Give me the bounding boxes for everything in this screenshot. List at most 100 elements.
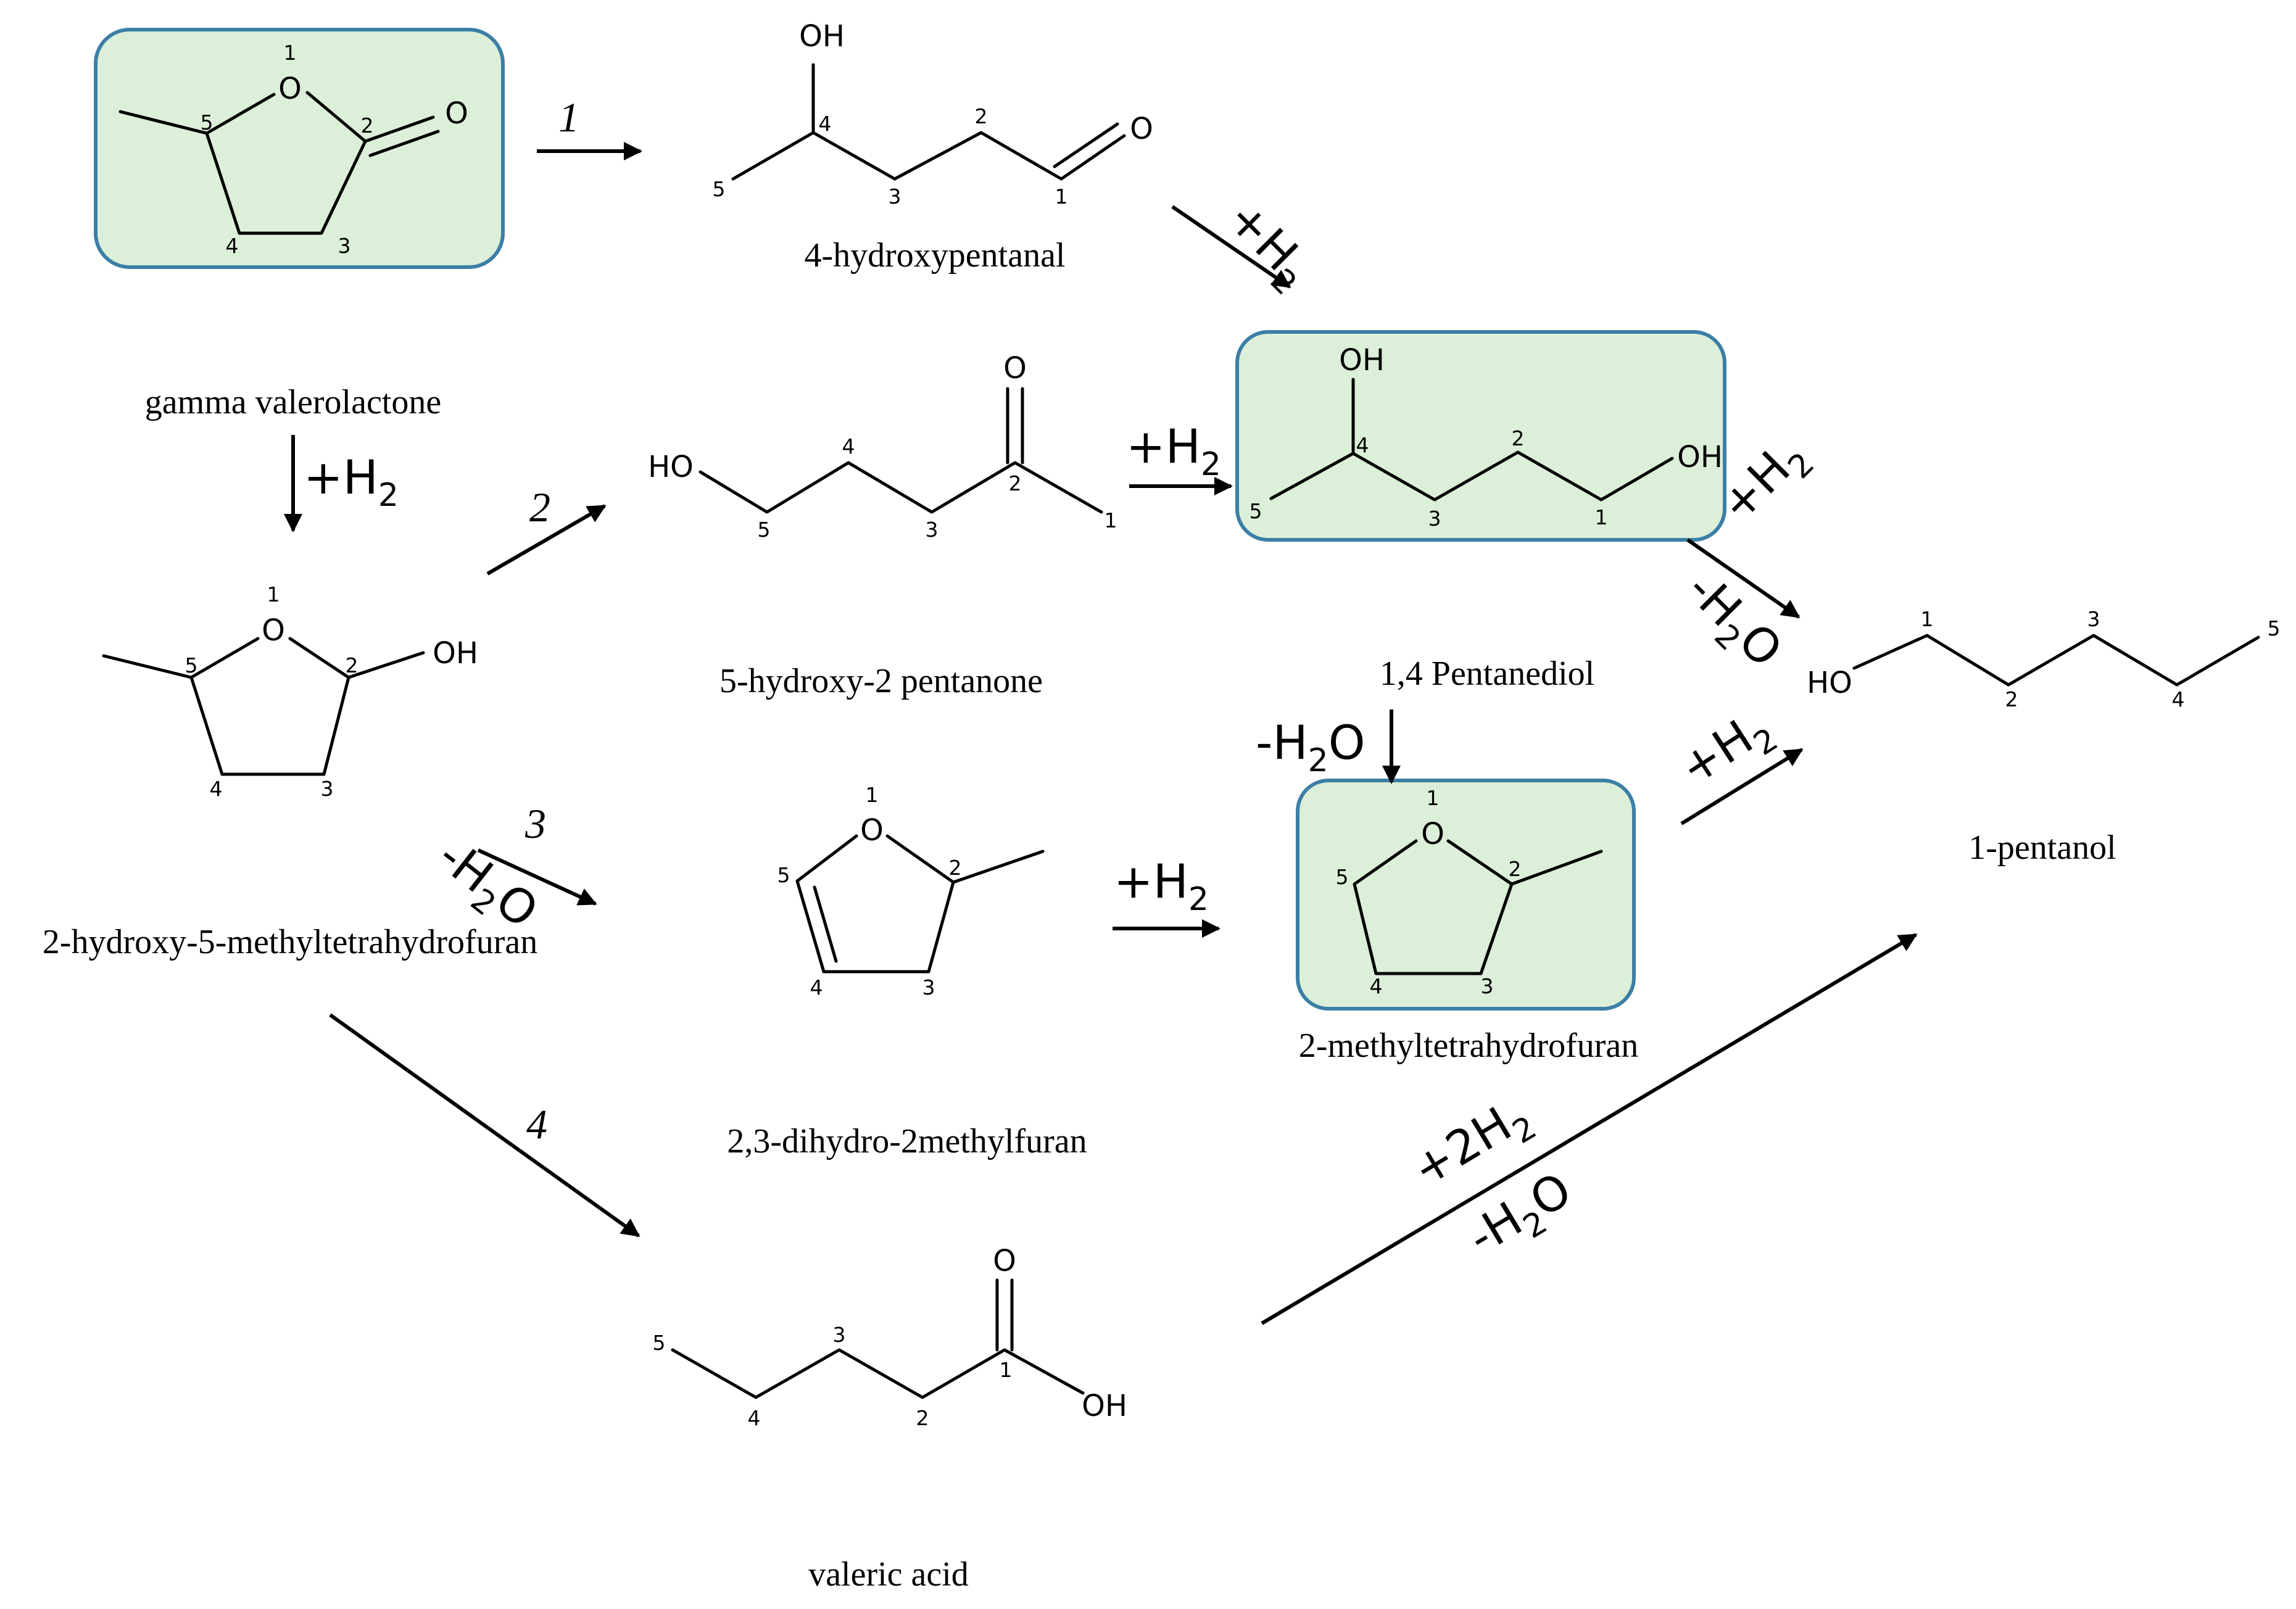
atom-number-2: 2 bbox=[1509, 857, 1522, 881]
atom-number-3: 3 bbox=[926, 518, 939, 542]
compound-4-hydroxypentanal: OH O 1 2 3 4 5 bbox=[713, 19, 1153, 209]
atom-number-1: 1 bbox=[1104, 508, 1117, 532]
arrow-hydroxypentanal-to-pentanediol bbox=[1171, 205, 1291, 289]
atom-number-2: 2 bbox=[975, 104, 988, 128]
reagent-plus-h2-mthf: +H2 bbox=[1670, 698, 1784, 804]
atom-o-carbonyl: O bbox=[445, 96, 468, 131]
compound-name-2-methyltetrahydrofuran: 2-methyltetrahydrofuran bbox=[1299, 1027, 1638, 1065]
atom-number-5: 5 bbox=[201, 110, 213, 134]
highlight-box-mthf bbox=[1296, 779, 1636, 1011]
atom-ho: HO bbox=[648, 450, 694, 484]
atom-number-4: 4 bbox=[842, 434, 855, 458]
atom-number-1: 1 bbox=[284, 41, 297, 65]
step-number-2: 2 bbox=[529, 484, 550, 531]
compound-name-2-3-dihydro-2-methylfuran: 2,3-dihydro-2methylfuran bbox=[727, 1122, 1087, 1160]
compound-gamma-valerolactone: O O 1 2 3 4 5 bbox=[94, 28, 505, 269]
atom-number-1: 1 bbox=[267, 582, 280, 606]
atom-number-3: 3 bbox=[833, 1323, 846, 1347]
step-number-4: 4 bbox=[526, 1101, 547, 1148]
atom-number-4: 4 bbox=[1356, 433, 1369, 457]
atom-number-3: 3 bbox=[338, 234, 351, 258]
step-number-3: 3 bbox=[524, 800, 546, 847]
atom-number-2: 2 bbox=[949, 856, 962, 880]
atom-number-5: 5 bbox=[1250, 499, 1262, 523]
atom-number-4: 4 bbox=[819, 112, 832, 136]
atom-number-5: 5 bbox=[653, 1331, 666, 1355]
atom-oh: OH bbox=[799, 19, 845, 54]
atom-number-4: 4 bbox=[1370, 974, 1383, 998]
compound-name-2-hydroxy-5-methyltetrahydrofuran: 2-hydroxy-5-methyltetrahydrofuran bbox=[43, 923, 537, 961]
atom-number-5: 5 bbox=[2268, 616, 2281, 640]
compound-1-4-pentanediol: OH OH 1 2 3 4 5 bbox=[1235, 330, 1726, 542]
highlight-box-pentanediol bbox=[1235, 330, 1726, 542]
compound-name-gvl: gamma valerolactone bbox=[145, 383, 441, 421]
atom-number-5: 5 bbox=[758, 518, 771, 542]
arrow-step-3 bbox=[477, 848, 597, 906]
atom-ho: HO bbox=[1807, 666, 1852, 700]
atom-number-4: 4 bbox=[226, 234, 239, 258]
atom-o-ring: O bbox=[860, 813, 884, 848]
atom-number-2: 2 bbox=[346, 653, 358, 677]
arrow-step-4 bbox=[329, 1013, 640, 1238]
reagent-minus-h2o-valeric-acid: -H2O bbox=[1458, 1162, 1585, 1273]
atom-o-aldehyde: O bbox=[1130, 112, 1153, 146]
atom-number-5: 5 bbox=[185, 653, 198, 677]
atom-number-4: 4 bbox=[810, 975, 823, 999]
compound-name-5-hydroxy-2-pentanone: 5-hydroxy-2 pentanone bbox=[719, 662, 1043, 700]
reagent-minus-h2o-mthf: -H2O bbox=[1256, 715, 1366, 779]
atom-number-5: 5 bbox=[1336, 865, 1349, 889]
reagent-plus-h2-ddmf: +H2 bbox=[1114, 854, 1209, 918]
atom-number-1: 1 bbox=[1921, 607, 1934, 631]
atom-number-1: 1 bbox=[1595, 505, 1608, 529]
compound-2-methyltetrahydrofuran: O 1 2 3 4 5 bbox=[1296, 779, 1636, 1011]
atom-number-3: 3 bbox=[922, 975, 935, 999]
atom-o-ketone: O bbox=[1003, 351, 1027, 386]
atom-oh: OH bbox=[433, 636, 478, 671]
atom-number-2: 2 bbox=[2005, 687, 2018, 711]
atom-number-3: 3 bbox=[889, 184, 901, 209]
atom-number-1: 1 bbox=[1055, 184, 1068, 209]
atom-number-3: 3 bbox=[2087, 607, 2100, 631]
atom-number-4: 4 bbox=[748, 1406, 761, 1430]
atom-oh-1: OH bbox=[1677, 440, 1723, 474]
atom-number-4: 4 bbox=[210, 777, 223, 801]
reagent-minus-h2o-pentanediol: -H2O bbox=[1670, 561, 1793, 684]
compound-name-1-4-pentanediol: 1,4 Pentanediol bbox=[1380, 655, 1594, 693]
reagent-plus-h2-hydroxypentanone: +H2 bbox=[1126, 419, 1221, 483]
arrow-valeric-acid-to-pentanol bbox=[1261, 933, 1918, 1325]
atom-number-1: 1 bbox=[866, 783, 879, 807]
atom-number-2: 2 bbox=[916, 1406, 929, 1430]
reagent-plus-h2-gvl: +H2 bbox=[304, 450, 399, 514]
atom-o-ring: O bbox=[278, 72, 302, 106]
reagent-plus-2h2-valeric-acid: +2H2 bbox=[1403, 1086, 1543, 1205]
atom-number-2: 2 bbox=[1512, 426, 1525, 450]
arrow-step-2 bbox=[486, 504, 607, 576]
atom-o-ring: O bbox=[262, 613, 285, 648]
step-number-1: 1 bbox=[558, 94, 579, 141]
atom-oh-4: OH bbox=[1339, 343, 1385, 378]
atom-oh: OH bbox=[1082, 1389, 1127, 1423]
compound-2-hydroxy-5-methyltetrahydrofuran: O OH 1 2 3 4 5 bbox=[102, 582, 478, 801]
compound-name-4-hydroxypentanal: 4-hydroxypentanal bbox=[805, 236, 1066, 275]
atom-number-5: 5 bbox=[777, 863, 790, 887]
atom-number-2: 2 bbox=[1009, 471, 1022, 495]
atom-number-3: 3 bbox=[321, 777, 334, 801]
atom-number-1: 1 bbox=[1427, 786, 1440, 810]
highlight-box-gvl bbox=[94, 28, 505, 269]
arrow-pentanediol-to-pentanol bbox=[1686, 538, 1801, 619]
atom-o-carbonyl: O bbox=[993, 1244, 1016, 1278]
compound-name-1-pentanol: 1-pentanol bbox=[1968, 829, 2116, 867]
compound-valeric-acid: O OH 1 2 3 4 5 bbox=[653, 1244, 1127, 1430]
atom-number-1: 1 bbox=[1000, 1358, 1013, 1382]
compound-name-valeric-acid: valeric acid bbox=[808, 1555, 969, 1594]
atom-number-5: 5 bbox=[713, 177, 726, 201]
compound-2-3-dihydro-2-methylfuran: O 1 2 3 4 5 bbox=[777, 783, 1045, 999]
compound-5-hydroxy-2-pentanone: HO O 1 2 3 4 5 bbox=[648, 351, 1117, 542]
arrow-mthf-to-pentanol bbox=[1680, 748, 1804, 825]
atom-number-4: 4 bbox=[2172, 687, 2185, 711]
atom-number-2: 2 bbox=[361, 114, 374, 138]
compound-1-pentanol: HO 1 2 3 4 5 bbox=[1807, 607, 2280, 711]
atom-number-3: 3 bbox=[1481, 974, 1494, 998]
atom-number-3: 3 bbox=[1428, 507, 1441, 531]
